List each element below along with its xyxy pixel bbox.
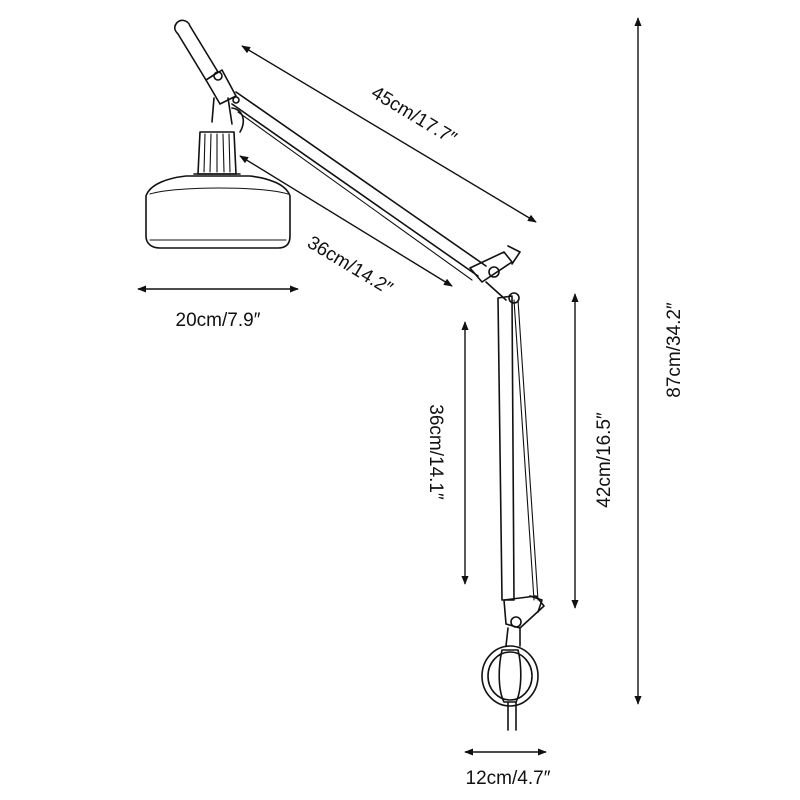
lower-arm [497,295,539,601]
counterweight-handle [173,19,237,105]
dimension-left-vertical: 36cm/14.1″ [425,321,469,585]
dimension-left-vertical-label: 36cm/14.1″ [425,404,446,500]
dimension-shade-width: 20cm/7.9″ [137,285,299,331]
dimension-shade-width-label: 20cm/7.9″ [176,310,261,331]
dimension-total-height-label: 87cm/34.2″ [664,302,685,398]
dimension-lower-arm: 36cm/14.2″ [239,155,453,300]
dimension-base-width: 12cm/4.7″ [464,748,551,789]
dimension-total-height: 87cm/34.2″ [634,17,685,705]
top-hinge [211,96,245,133]
lamp-shade [145,175,291,249]
elbow-joint [469,245,521,304]
dimension-lower-arm-label: 36cm/14.2″ [303,232,396,299]
dimension-base-width-label: 12cm/4.7″ [466,768,551,789]
dimension-upper-arm: 45cm/17.7″ [241,45,537,223]
lower-joint [503,595,545,647]
upper-arm [231,91,487,281]
dimension-right-vertical-label: 42cm/16.5″ [594,412,615,508]
lamp-illustration [145,19,545,731]
dimension-right-vertical: 42cm/16.5″ [571,293,615,609]
lamp-socket [193,131,241,175]
wall-mount-base [481,645,539,731]
dimension-upper-arm-label: 45cm/17.7″ [367,82,460,149]
